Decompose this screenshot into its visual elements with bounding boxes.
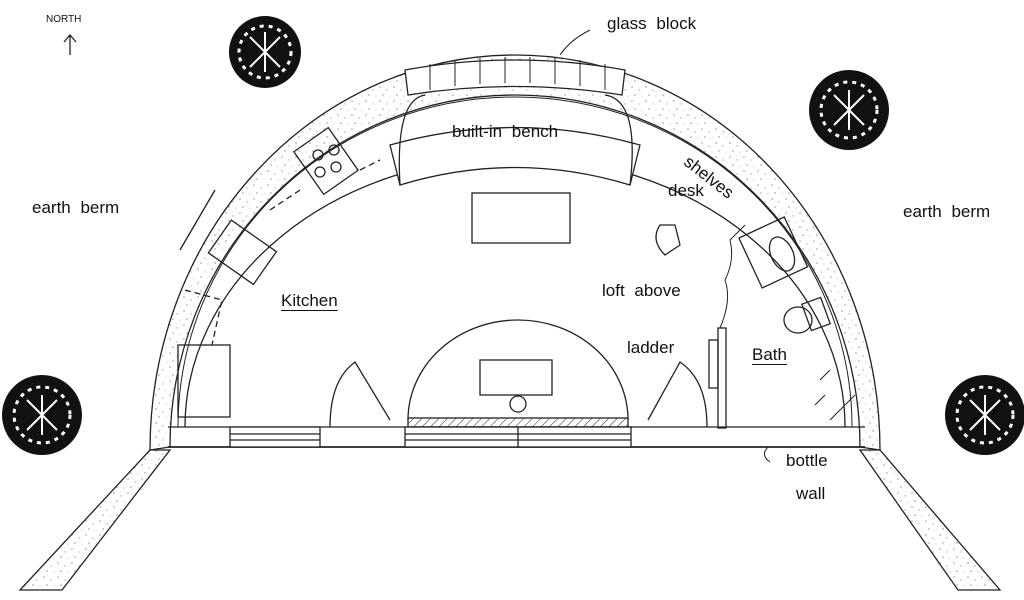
built-in-bench xyxy=(389,126,641,186)
ladder xyxy=(708,339,719,389)
loft-above-label: loft above xyxy=(602,281,681,300)
tree-icon xyxy=(2,375,82,455)
left-wing-wall xyxy=(18,449,172,591)
door-right xyxy=(647,361,708,428)
earth-berm-right-label: earth berm xyxy=(903,202,991,221)
bath-label: Bath xyxy=(752,345,787,364)
tree-icon xyxy=(809,70,889,150)
north-label: NORTH xyxy=(46,14,82,25)
right-wing-wall xyxy=(858,449,1002,591)
stove xyxy=(292,126,360,196)
kitchen-label: Kitchen xyxy=(281,291,338,310)
wall-label: wall xyxy=(796,484,826,503)
tree-icon xyxy=(945,375,1024,455)
toilet xyxy=(783,306,813,334)
planter-arch xyxy=(407,319,629,421)
door-left xyxy=(329,361,391,428)
earth-berm-left-label: earth berm xyxy=(32,198,120,217)
sink xyxy=(207,219,278,286)
table xyxy=(471,192,571,244)
north-arrow-icon xyxy=(63,34,77,55)
glass-block-label: glass block xyxy=(607,14,697,33)
glass-block xyxy=(404,59,626,96)
built-in-bench-label: built-in bench xyxy=(452,122,559,141)
desk-label: desk xyxy=(668,181,704,200)
earth-berm-wall xyxy=(149,54,881,451)
tree-icon xyxy=(229,16,301,88)
bottle-label: bottle xyxy=(786,451,828,470)
ladder-label: ladder xyxy=(627,338,675,357)
